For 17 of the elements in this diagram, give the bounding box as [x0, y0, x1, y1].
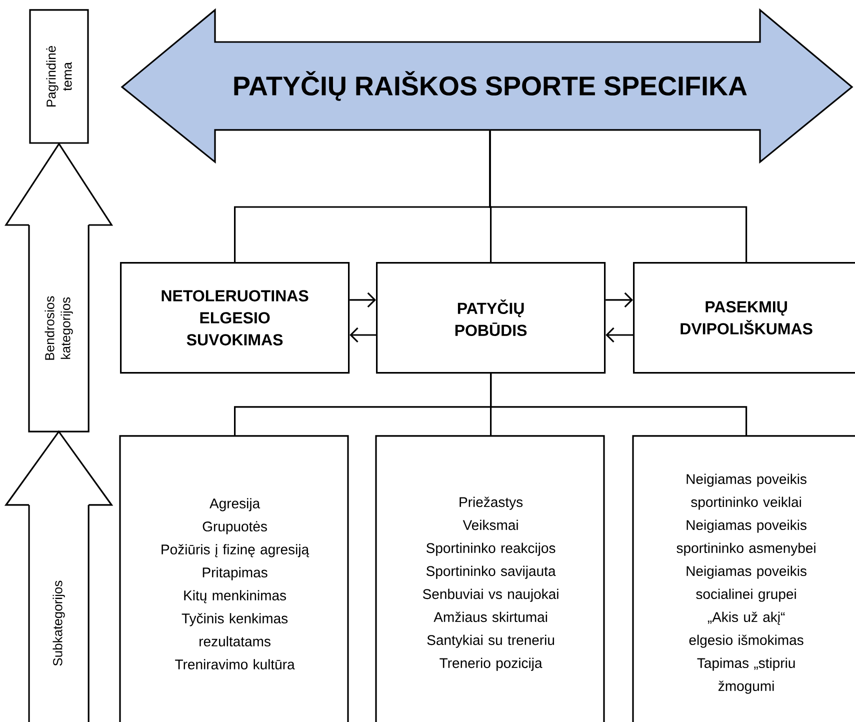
- arrow-head: [4, 142, 114, 226]
- category-box: NETOLERUOTINAS ELGESIO SUVOKIMAS: [120, 262, 350, 374]
- connector: [350, 292, 376, 308]
- category-box: PASEKMIŲ DVIPOLIŠKUMAS: [633, 262, 855, 374]
- arrow-shaft: Bendrosios kategorijos: [28, 225, 90, 432]
- arrow-shaft: Subkategorijos: [28, 504, 90, 722]
- subcategory-box: Priežastys Veiksmai Sportininko reakcijos Sportininko savijauta Senbuviai vs naujokai Amžiaus skirtumai Santykiai su treneriu Trenerio pozicija: [375, 435, 605, 722]
- subcategory-box: Agresija Grupuotės Požiūris į fizinę agresiją Pritapimas Kitų menkinimas Tyčinis kenkimas rezultatams Treniravimo kultūra: [119, 435, 349, 722]
- arrow-head: [4, 430, 114, 506]
- connector: [606, 327, 633, 343]
- connector: [350, 327, 376, 343]
- category-box: PATYČIŲ POBŪDIS: [376, 262, 606, 374]
- connector: [489, 130, 748, 262]
- connector: [490, 374, 748, 436]
- connector: [606, 292, 633, 308]
- label-box: Pagrindinė tema: [29, 9, 89, 144]
- subcategory-box: Neigiamas poveikis sportininko veiklai Neigiamas poveikis sportininko asmenybei Neigiamas poveikis socialinei grupei „Akis už akį“ elgesio išmokimas Tapimas „stipriu žmogumi: [632, 435, 855, 722]
